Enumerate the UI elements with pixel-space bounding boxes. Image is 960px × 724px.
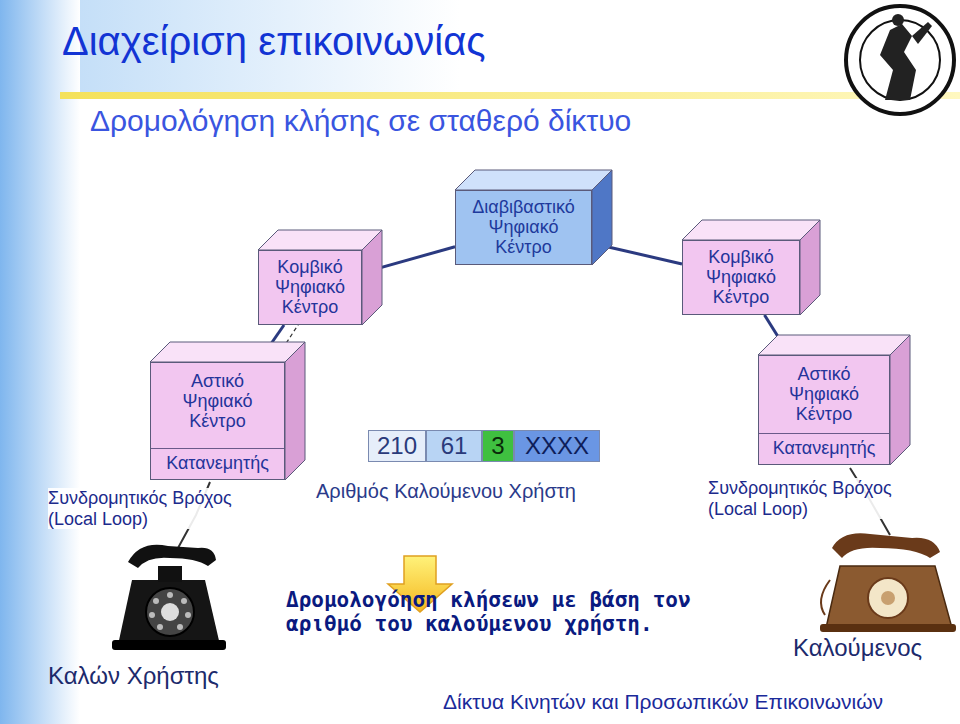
local-loop-label: Συνδρομητικός Βρόχος (Local Loop) <box>48 488 276 529</box>
box-side-face <box>890 335 910 465</box>
exchange-code-cell: 61 <box>426 430 482 462</box>
title-rule <box>60 92 960 99</box>
course-footer: Δίκτυα Κινητών και Προσωπικών Επικοινωνι… <box>443 690 883 714</box>
box-side-face <box>362 230 382 325</box>
caller-telephone <box>112 545 226 650</box>
box-top-face <box>455 170 612 190</box>
digit-text: 3 <box>491 432 504 460</box>
box-top-face <box>150 342 305 362</box>
side-bar <box>0 0 80 724</box>
box-side-face <box>592 170 612 265</box>
switching-center-box: Κομβικό Ψηφιακό Κέντρο <box>682 240 800 315</box>
box-top-face <box>682 220 820 240</box>
called-telephone <box>820 533 956 632</box>
distributor-label: Κατανεμητής <box>151 448 284 479</box>
center-name: Διαβιβαστικό Ψηφιακό Κέντρο <box>456 191 591 263</box>
caller-label: Καλών Χρήστης <box>48 662 219 690</box>
callee-label: Καλούμενος <box>793 634 922 662</box>
digit-text: 210 <box>377 432 417 460</box>
center-name: Αστικό Ψηφιακό Κέντρο <box>151 363 284 437</box>
center-name: Κομβικό Ψηφιακό Κέντρο <box>259 251 361 323</box>
box-top-face <box>758 335 910 355</box>
local-exchange-box: Αστικό Ψηφιακό ΚέντροΚατανεμητής <box>150 362 285 480</box>
center-name: Κομβικό Ψηφιακό Κέντρο <box>683 241 799 313</box>
logo-emblem <box>846 6 954 114</box>
subscriber-digits-cell: XXXX <box>514 430 600 462</box>
switching-center-box: Κομβικό Ψηφιακό Κέντρο <box>258 250 362 325</box>
box-side-face <box>285 342 305 480</box>
digit-text: XXXX <box>525 432 589 460</box>
local-exchange-box: Αστικό Ψηφιακό ΚέντροΚατανεμητής <box>758 355 890 465</box>
center-name: Αστικό Ψηφιακό Κέντρο <box>759 356 889 430</box>
routing-note: Δρομολογόηση κλήσεων με βάση τον αριθμό … <box>286 588 716 636</box>
transit-center-box: Διαβιβαστικό Ψηφιακό Κέντρο <box>455 190 592 265</box>
slide-subtitle: Δρομολόγηση κλήσης σε σταθερό δίκτυο <box>90 104 631 139</box>
digit-text: 61 <box>441 432 468 460</box>
box-side-face <box>800 220 820 315</box>
box-top-face <box>258 230 382 250</box>
local-loop-label: Συνδρομητικός Βρόχος (Local Loop) <box>708 478 936 519</box>
distributor-label: Κατανεμητής <box>759 433 889 464</box>
number-caption: Αριθμός Καλούμενου Χρήστη <box>316 480 576 503</box>
area-code-cell: 210 <box>368 430 426 462</box>
slide-title: Διαχείριση επικοινωνίας <box>62 18 486 64</box>
prefix-digit-cell: 3 <box>482 430 514 462</box>
